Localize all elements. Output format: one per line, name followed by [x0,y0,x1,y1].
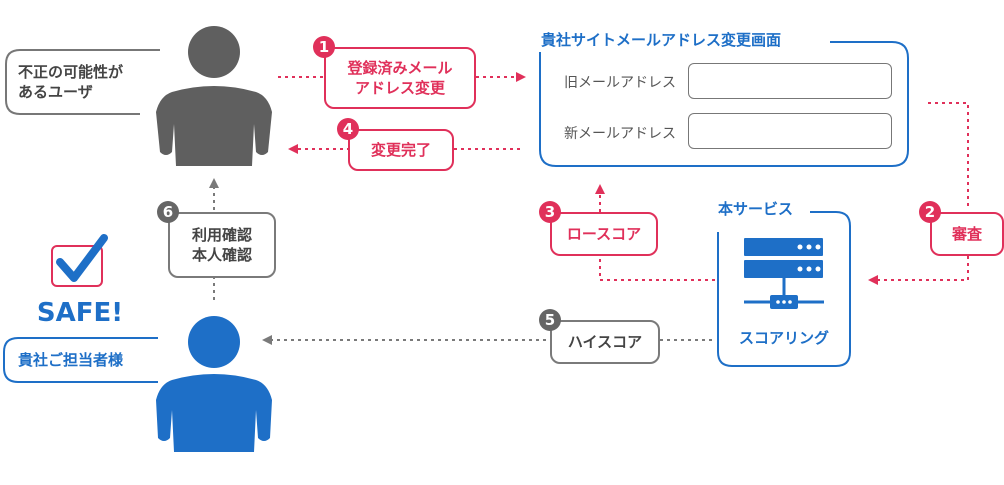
step-3-label: ロースコア [550,212,658,256]
arrow-5-head [262,335,272,345]
safe-text: SAFE! [36,298,124,328]
step-2-label: 審査 [930,212,1004,256]
step-6-badge: 6 [157,201,179,223]
suspect-user-icon [156,26,272,166]
arrow-4-head [288,144,298,154]
service-panel-border [717,211,851,367]
arrow-2-line-b [878,256,969,281]
step-5-badge: 5 [539,309,561,331]
step-3-badge: 3 [539,201,561,223]
arrow-2-head [868,275,878,285]
suspect-user-label: 不正の可能性が あるユーザ [18,63,124,101]
arrow-6-head [209,178,219,188]
screen-title: 貴社サイトメールアドレス変更画面 [541,31,782,49]
step-4-badge: 4 [337,118,359,140]
old-email-label: 旧メールアドレス [564,75,676,91]
arrow-2-line-a [928,102,969,207]
step-6-label: 利用確認 本人確認 [168,212,276,278]
owner-label-bracket [3,337,158,383]
step-5-label: ハイスコア [550,320,660,364]
step-1-label: 登録済みメール アドレス変更 [324,47,476,109]
step-4-label: 変更完了 [348,129,454,171]
owner-label: 貴社ご担当者様 [18,351,124,369]
safe-user-icon [156,316,272,452]
arrow-3-head [595,184,605,194]
old-email-field[interactable] [688,63,892,99]
arrow-1-head [516,72,526,82]
scoring-label: スコアリング [738,329,829,347]
service-title: 本サービス [718,200,794,218]
step-1-badge: 1 [313,36,335,58]
new-email-label: 新メールアドレス [564,126,676,142]
suspect-label-bracket [5,49,160,115]
arrow-3-line-a [599,256,715,281]
step-2-badge: 2 [919,201,941,223]
check-icon [51,234,108,287]
server-icon [744,238,824,309]
new-email-field[interactable] [688,113,892,149]
screen-panel-border [539,41,909,167]
